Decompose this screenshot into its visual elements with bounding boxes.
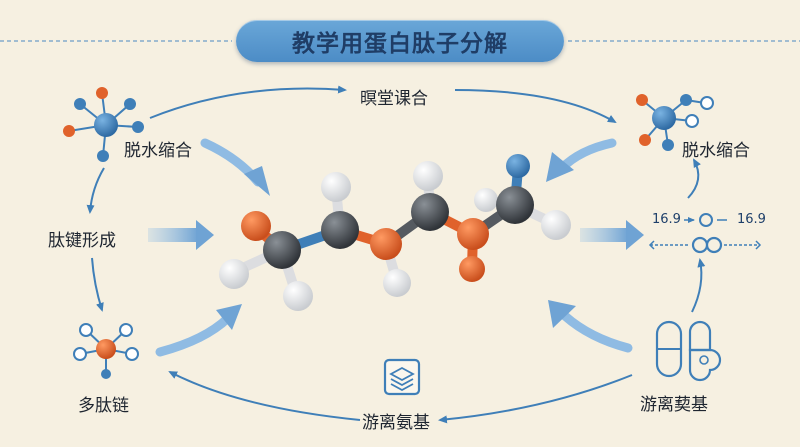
label-bottom-left: 多肽链 (78, 396, 129, 416)
value-right: 16.9 (737, 212, 766, 227)
arrow-inner-bottom-right (560, 311, 633, 353)
title-banner: 教学用蛋白肽子分解 (236, 20, 564, 62)
arrow-bottom-right (438, 374, 633, 424)
molecule-node-icon (63, 87, 144, 162)
page-title: 教学用蛋白肽子分解 (292, 31, 508, 57)
arrow-inner-bottom-right-head (548, 300, 576, 328)
capsule-pills-icon (655, 320, 722, 382)
arrow-inner-top-right-head (546, 152, 574, 182)
value-left: 16.9 (652, 212, 681, 227)
label-top-right: 脱水缩合 (682, 141, 750, 161)
arrow-right-up-2 (691, 258, 706, 313)
arrow-inner-bottom-left (155, 313, 233, 357)
layers-cube-icon (383, 358, 421, 396)
label-bottom-right: 游离葜基 (640, 395, 708, 415)
peptide-chain-icon (73, 323, 139, 379)
arrow-inner-top-left-head (244, 166, 270, 196)
arrow-inner-top-right (557, 138, 617, 173)
arrow-fat-left (148, 220, 214, 250)
peptide-molecule-3d (219, 154, 571, 311)
arrow-inner-bottom-left-head (216, 304, 242, 330)
molecule-node-icon-right (636, 94, 714, 151)
label-top-center: 暝堂课合 (360, 89, 428, 109)
arrow-right-up-1 (687, 158, 701, 199)
arrow-fat-right (580, 220, 644, 250)
label-mid-left: 肽键形成 (48, 231, 116, 251)
label-top-left: 脱水缩合 (124, 141, 192, 161)
equilibrium-diagram (648, 213, 762, 254)
arrow-top-left (149, 85, 347, 119)
arrow-left-down-2 (91, 257, 104, 312)
arrow-bottom-left (168, 371, 361, 421)
label-bottom-center: 游离氨基 (362, 413, 430, 433)
arrow-left-down-1 (86, 167, 105, 214)
arrow-top-right (454, 89, 617, 124)
